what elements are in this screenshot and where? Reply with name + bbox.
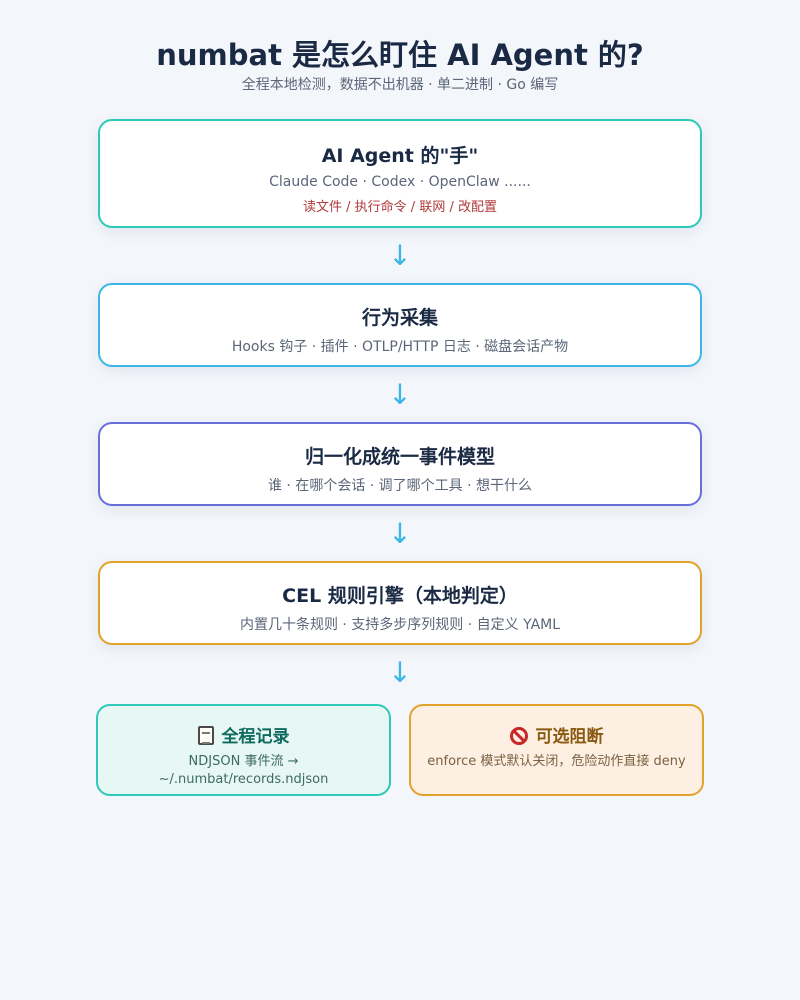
memo-icon <box>197 726 214 745</box>
rules-engine-card: CEL 规则引擎（本地判定） 内置几十条规则 · 支持多步序列规则 · 自定义 … <box>98 561 702 645</box>
normalize-desc: 谁 · 在哪个会话 · 调了哪个工具 · 想干什么 <box>267 478 533 494</box>
block-output-desc: enforce 模式默认关闭，危险动作直接 deny <box>427 754 686 769</box>
rules-engine-heading: CEL 规则引擎（本地判定） <box>282 585 518 607</box>
flow-arrow-2: ↓ <box>388 378 412 411</box>
flow-arrow-3: ↓ <box>388 517 412 550</box>
record-output-heading: 全程记录 <box>221 727 290 747</box>
page-title: numbat 是怎么盯住 AI Agent 的? <box>156 38 644 72</box>
flow-arrow-4: ↓ <box>388 656 412 689</box>
rules-engine-desc: 内置几十条规则 · 支持多步序列规则 · 自定义 YAML <box>239 617 561 633</box>
normalize-card: 归一化成统一事件模型 谁 · 在哪个会话 · 调了哪个工具 · 想干什么 <box>98 422 702 506</box>
behavior-collect-card: 行为采集 Hooks 钩子 · 插件 · OTLP/HTTP 日志 · 磁盘会话… <box>98 283 702 367</box>
agent-hands-desc: Claude Code · Codex · OpenClaw ...... <box>269 174 531 190</box>
agent-hands-actions: 读文件 / 执行命令 / 联网 / 改配置 <box>303 200 497 215</box>
block-output-heading: 可选阻断 <box>535 727 604 747</box>
record-output-title: 全程记录 <box>98 722 389 747</box>
agent-hands-heading: AI Agent 的"手" <box>321 145 479 167</box>
no-entry-icon <box>509 727 528 745</box>
block-output-title: 可选阻断 <box>411 722 702 747</box>
flow-arrow-1: ↓ <box>388 239 412 272</box>
behavior-collect-desc: Hooks 钩子 · 插件 · OTLP/HTTP 日志 · 磁盘会话产物 <box>231 339 569 355</box>
agent-hands-card: AI Agent 的"手" Claude Code · Codex · Open… <box>98 119 702 228</box>
record-output-desc: NDJSON 事件流 → ~/.numbat/records.ndjson <box>158 754 329 787</box>
record-output-card: 全程记录 NDJSON 事件流 → ~/.numbat/records.ndjs… <box>96 704 391 796</box>
normalize-heading: 归一化成统一事件模型 <box>304 446 495 468</box>
page-subtitle: 全程本地检测，数据不出机器 · 单二进制 · Go 编写 <box>241 77 559 93</box>
block-output-card: 可选阻断 enforce 模式默认关闭，危险动作直接 deny <box>409 704 704 796</box>
behavior-collect-heading: 行为采集 <box>361 307 438 329</box>
